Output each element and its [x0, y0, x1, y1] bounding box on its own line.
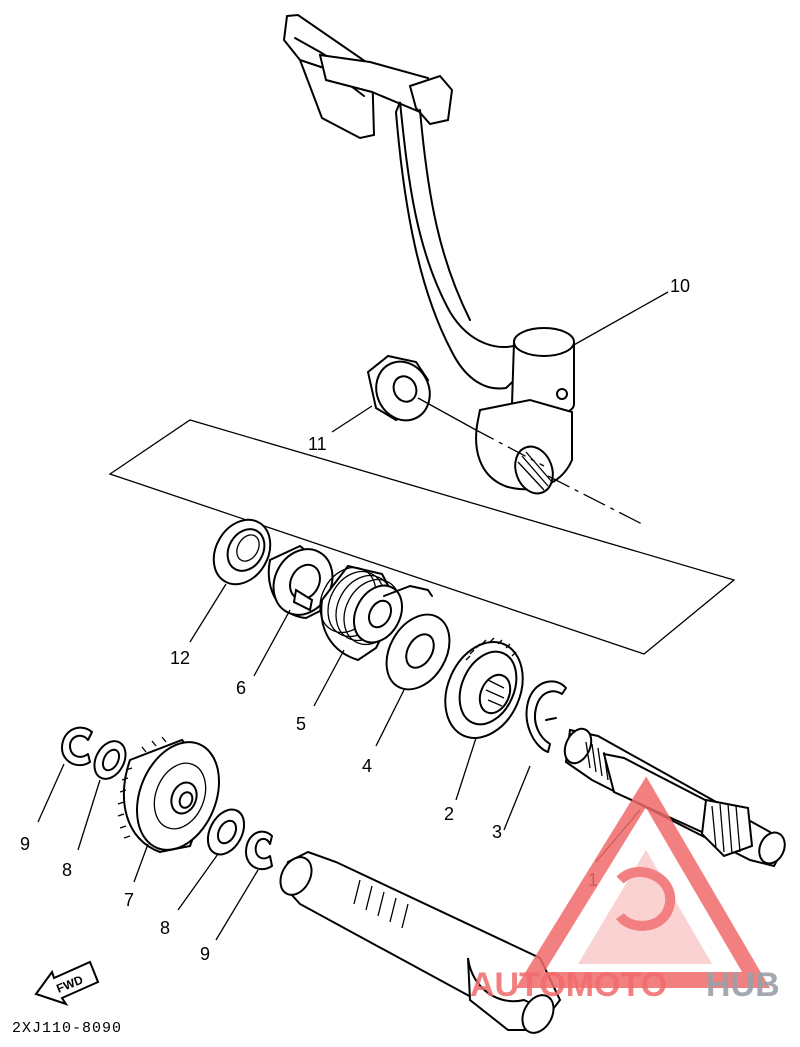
callout-3: 3: [492, 822, 502, 842]
idler-gear-part-7[interactable]: [117, 730, 234, 862]
circlip-part-9-right[interactable]: [245, 830, 273, 871]
callout-2: 2: [444, 804, 454, 824]
callout-4: 4: [362, 756, 372, 776]
spring-guide-part-6[interactable]: [262, 539, 343, 625]
torsion-spring-part-5[interactable]: [309, 558, 433, 662]
axis-line: [417, 397, 477, 431]
callout-6: 6: [236, 678, 246, 698]
circlip-part-9-left[interactable]: [61, 726, 93, 767]
leader-lines: [37, 291, 669, 941]
assembly-outline: [108, 419, 736, 655]
kick-axle-part-1[interactable]: [560, 725, 790, 868]
callout-5: 5: [296, 714, 306, 734]
nut-part-11[interactable]: [366, 353, 439, 429]
washer-part-8-left[interactable]: [88, 736, 132, 784]
callout-11: 11: [308, 434, 327, 454]
fwd-arrow-icon: FWD: [34, 960, 100, 1006]
washer-part-8-right[interactable]: [201, 803, 252, 860]
callout-10: 10: [670, 276, 690, 296]
callout-8-right: 8: [160, 918, 170, 938]
idler-shaft: [279, 850, 562, 1034]
callout-9-right: 9: [200, 944, 210, 964]
axis-line: [475, 429, 545, 467]
oil-seal-part-12[interactable]: [202, 510, 281, 595]
callout-9-left: 9: [20, 834, 30, 854]
axis-line: [547, 475, 643, 525]
watermark-text-secondary: HUB: [706, 966, 780, 1004]
washer-part-4[interactable]: [374, 603, 462, 700]
callout-12: 12: [170, 648, 190, 668]
callout-8-left: 8: [62, 860, 72, 880]
diagram-code: 2XJ110-8090: [12, 1020, 122, 1037]
kick-crank-part-10[interactable]: [282, 13, 575, 499]
ratchet-wheel-part-2[interactable]: [431, 630, 537, 751]
automotohub-watermark: [515, 776, 770, 988]
callout-7: 7: [124, 890, 134, 910]
watermark-text-primary: AUTOMOTO: [470, 966, 667, 1004]
circlip-part-3[interactable]: [525, 680, 567, 753]
